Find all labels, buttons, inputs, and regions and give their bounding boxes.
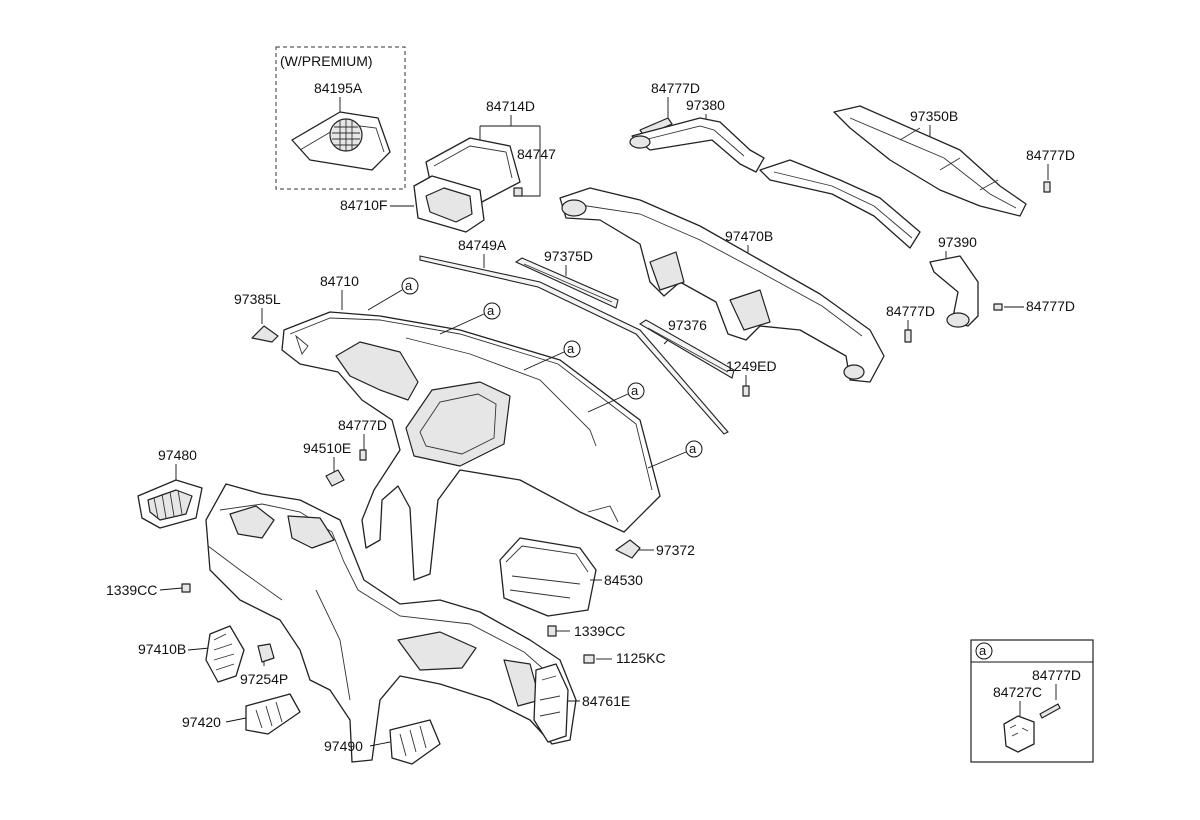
label-84777D-5: 84777D	[338, 417, 387, 433]
part-94510E-sensor[interactable]	[325, 469, 345, 487]
garnish-group: 84714D 84747 84710F	[340, 98, 556, 233]
label-97420: 97420	[182, 714, 221, 730]
ref-marker-a-2	[483, 302, 501, 320]
label-97390: 97390	[938, 234, 977, 250]
label-97490: 97490	[324, 738, 363, 754]
label-97410B: 97410B	[138, 641, 186, 657]
part-84710-dash-panel[interactable]	[281, 311, 661, 581]
part-84749A-molding[interactable]	[419, 255, 729, 435]
ref-marker-a-4	[627, 382, 645, 400]
dash-panel-group: 84710 97385L a a a a	[234, 273, 703, 581]
label-97385L: 97385L	[234, 291, 281, 307]
part-97380-duct[interactable]	[629, 117, 765, 173]
part-84777D-screw-5[interactable]	[359, 449, 367, 461]
part-97390-side-duct[interactable]	[929, 255, 979, 328]
part-84777D-screw-4[interactable]	[904, 329, 912, 343]
label-84195A: 84195A	[314, 80, 363, 96]
part-1339CC-nut-2[interactable]	[547, 625, 557, 637]
ref-marker-a-5-text: a	[689, 441, 697, 456]
part-84727C-clip[interactable]	[1003, 715, 1035, 753]
label-97380: 97380	[686, 97, 725, 113]
label-1125KC: 1125KC	[616, 650, 666, 666]
part-84761E-bracket[interactable]	[533, 663, 569, 743]
detail-box-a: a 84777D 84727C	[970, 639, 1094, 763]
label-97376: 97376	[668, 317, 707, 333]
part-84747-screw[interactable]	[513, 187, 523, 197]
part-97410B-center-vent[interactable]	[205, 625, 245, 683]
ref-marker-a-4-text: a	[631, 383, 639, 398]
premium-speaker-group: (W/PREMIUM) 84195A	[275, 46, 406, 190]
label-84727C: 84727C	[993, 684, 1042, 700]
label-84777D-6: 84777D	[1032, 667, 1081, 683]
part-97254P-switch[interactable]	[257, 643, 275, 663]
detail-box-marker-text: a	[979, 643, 987, 658]
label-84777D-1: 84777D	[651, 80, 700, 96]
premium-dashed-box	[275, 46, 406, 190]
part-84777D-screw-3[interactable]	[993, 303, 1003, 311]
premium-box-title: (W/PREMIUM)	[280, 53, 373, 69]
ref-marker-a-2-text: a	[487, 303, 495, 318]
label-1339CC-2: 1339CC	[574, 623, 625, 639]
ref-markers: a a a a a	[367, 277, 703, 469]
label-97470B: 97470B	[725, 228, 773, 244]
lower-group: 84777D 94510E 97480 1339CC 97410B	[106, 417, 695, 765]
label-84761E: 84761E	[582, 693, 630, 709]
ref-marker-a-5	[685, 440, 703, 458]
part-97350B-duct[interactable]	[833, 105, 1027, 217]
ref-marker-a-1-text: a	[405, 278, 413, 293]
part-84710F-bezel[interactable]	[413, 175, 485, 233]
part-97480-side-vent[interactable]	[137, 479, 203, 529]
part-97470B-center-duct[interactable]	[559, 187, 885, 383]
part-1249ED-bolt[interactable]	[742, 385, 750, 397]
label-84710F: 84710F	[340, 197, 387, 213]
ref-marker-a-3-text: a	[567, 341, 575, 356]
part-97490-vent[interactable]	[389, 719, 441, 765]
label-1339CC-1: 1339CC	[106, 582, 157, 598]
ref-marker-a-1	[401, 277, 419, 295]
label-84777D-2: 84777D	[1026, 147, 1075, 163]
part-84530-airbag[interactable]	[499, 537, 597, 617]
part-84195A-speaker-grille[interactable]	[291, 111, 391, 171]
part-84777D-screw-6[interactable]	[1039, 703, 1061, 719]
strip-group: 84749A 97375D 97376	[419, 237, 735, 435]
part-1125KC-bolt[interactable]	[583, 654, 595, 664]
label-84777D-4: 84777D	[886, 303, 935, 319]
part-97380-duct-ext[interactable]	[759, 159, 921, 249]
label-97375D: 97375D	[544, 248, 593, 264]
label-84777D-3: 84777D	[1026, 298, 1075, 314]
label-97480: 97480	[158, 447, 197, 463]
part-97385L-vent[interactable]	[251, 325, 279, 343]
ref-marker-a-3	[563, 340, 581, 358]
label-84749A: 84749A	[458, 237, 507, 253]
label-1249ED: 1249ED	[726, 358, 777, 374]
part-84777D-screw-2[interactable]	[1043, 181, 1051, 193]
detail-box-marker	[975, 642, 993, 660]
label-94510E: 94510E	[303, 440, 351, 456]
label-97350B: 97350B	[910, 108, 958, 124]
duct-group: 84777D 97380 97350B 84777D 97470B	[559, 80, 1075, 397]
part-97372-vent[interactable]	[615, 539, 641, 559]
label-84530: 84530	[604, 572, 643, 588]
label-84710: 84710	[320, 273, 359, 289]
part-97420-vent[interactable]	[245, 693, 301, 735]
label-97372: 97372	[656, 542, 695, 558]
part-1339CC-nut-1[interactable]	[181, 583, 191, 593]
label-97254P: 97254P	[240, 671, 288, 687]
label-84747: 84747	[517, 146, 556, 162]
label-84714D: 84714D	[486, 98, 535, 114]
